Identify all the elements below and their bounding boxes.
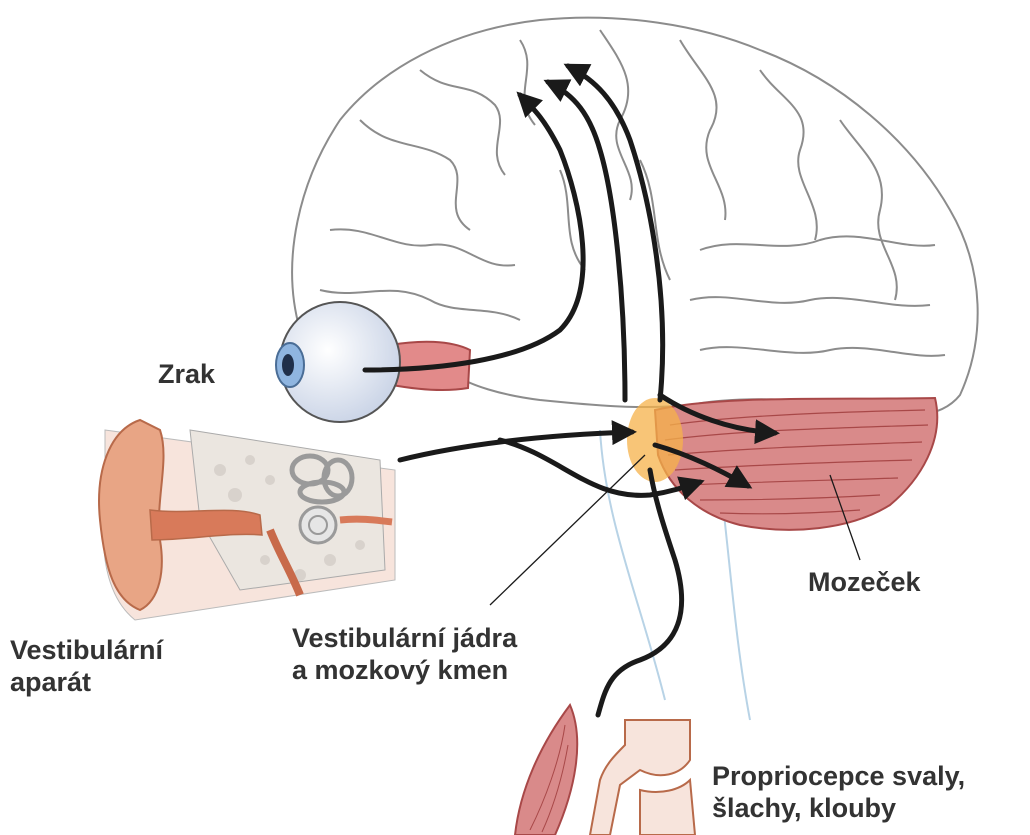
label-cerebellum: Mozeček bbox=[808, 566, 921, 598]
joint-illustration bbox=[590, 720, 695, 835]
vestibular-nerve bbox=[340, 519, 392, 522]
label-nuclei-line2: a mozkový kmen bbox=[292, 654, 517, 686]
eye bbox=[276, 302, 400, 422]
label-vestibular-line2: aparát bbox=[10, 666, 163, 698]
ear-illustration bbox=[99, 420, 395, 620]
label-vestibular-line1: Vestibulární bbox=[10, 634, 163, 666]
label-vestibular-apparatus: Vestibulární aparát bbox=[10, 634, 163, 698]
pupil bbox=[282, 354, 294, 376]
cochlea bbox=[300, 507, 336, 543]
leader-nuclei bbox=[490, 455, 645, 605]
cerebellum bbox=[655, 398, 937, 530]
label-vision: Zrak bbox=[158, 358, 215, 390]
vestibular-nuclei-highlight bbox=[627, 398, 683, 482]
label-vestibular-nuclei: Vestibulární jádra a mozkový kmen bbox=[292, 622, 517, 686]
label-proprio-line2: šlachy, klouby bbox=[712, 792, 965, 824]
label-proprioception: Propriocepce svaly, šlachy, klouby bbox=[712, 760, 965, 824]
muscle-illustration bbox=[515, 705, 577, 835]
label-nuclei-line1: Vestibulární jádra bbox=[292, 622, 517, 654]
label-proprio-line1: Propriocepce svaly, bbox=[712, 760, 965, 792]
